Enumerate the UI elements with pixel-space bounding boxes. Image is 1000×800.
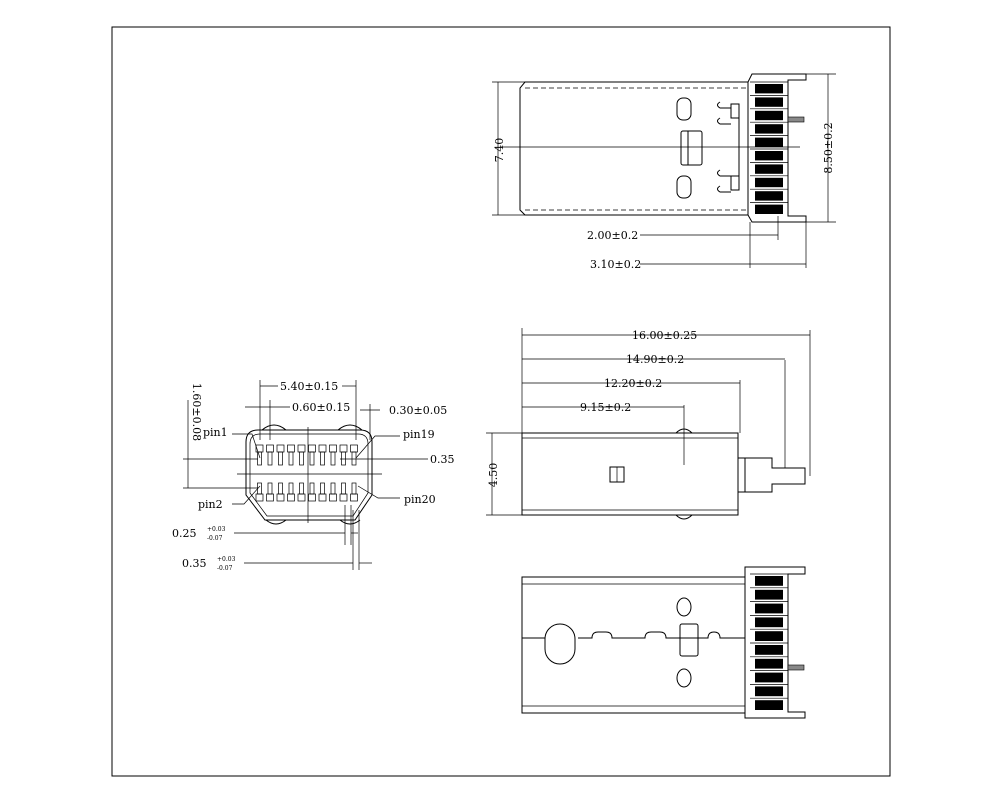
contact-pin — [755, 164, 783, 174]
pin-bottom — [339, 493, 348, 502]
pin-top — [318, 444, 327, 453]
dim-16-00: 16.00±0.25 — [632, 329, 697, 342]
dim-14-90: 14.90±0.2 — [626, 353, 684, 366]
dim-9-15: 9.15±0.2 — [580, 401, 631, 414]
pin-bottom — [255, 493, 264, 502]
pin-top — [266, 444, 274, 453]
dim-0-35-tol-up: +0.03 — [217, 556, 236, 563]
dim-2-00: 2.00±0.2 — [587, 229, 638, 242]
dim-0-25-tol-down: -0.07 — [207, 535, 223, 542]
dim-5-40: 5.40±0.15 — [280, 380, 338, 393]
dim-0-30: 0.30±0.05 — [389, 404, 447, 417]
contact-pin — [755, 700, 783, 710]
contact-pin — [755, 110, 783, 121]
contact-pin — [755, 672, 783, 683]
pin-top — [339, 444, 348, 453]
dim-width-8-50: 8.50±0.2 — [822, 122, 835, 173]
pin-top — [308, 444, 316, 453]
dim-3-10: 3.10±0.2 — [590, 258, 641, 271]
pin-bottom — [350, 493, 358, 502]
pin-top — [276, 444, 285, 453]
pin-top — [350, 444, 358, 453]
contact-pin — [755, 204, 783, 214]
dim-0-60: 0.60±0.15 — [292, 401, 350, 414]
contact-pin — [755, 84, 783, 94]
contact-pin — [755, 177, 783, 188]
front-view: 5.40±0.15 0.60±0.15 0.30±0.05 1.60±0.08 … — [172, 380, 455, 572]
pin-top — [297, 444, 306, 453]
pin-bottom — [276, 493, 285, 502]
dim-0-35-tol-down: -0.07 — [217, 565, 233, 572]
dim-0-25: 0.25 — [172, 527, 197, 540]
pin-bottom — [297, 493, 306, 502]
dim-4-50: 4.50 — [487, 463, 500, 488]
contact-pin — [755, 151, 783, 161]
label-pin20: pin20 — [404, 493, 436, 506]
contact-pin — [755, 576, 783, 586]
contact-pin — [755, 603, 783, 614]
label-pin19: pin19 — [403, 428, 435, 441]
pin-bottom — [318, 493, 327, 502]
contact-pin — [755, 124, 783, 134]
contact-pin — [755, 589, 783, 600]
contact-pin — [755, 645, 783, 655]
dim-1-60: 1.60±0.08 — [190, 383, 203, 441]
contact-pin — [755, 658, 783, 669]
contact-pin — [755, 137, 783, 147]
pin-top — [287, 444, 295, 453]
contact-pin — [755, 191, 783, 201]
pin-bottom — [308, 493, 316, 502]
dim-0-35b: 0.35 — [182, 557, 207, 570]
pin-bottom — [329, 493, 337, 502]
dim-0-25-tol-up: +0.03 — [207, 526, 226, 533]
dim-12-20: 12.20±0.2 — [604, 377, 662, 390]
pin-bottom — [287, 493, 295, 502]
label-pin1: pin1 — [203, 426, 228, 439]
top-view: 7.40 8.50±0.2 2.00±0.2 3.10±0.2 — [492, 73, 836, 271]
contact-pin — [755, 631, 783, 641]
label-pin2: pin2 — [198, 498, 223, 511]
dim-height-7-40: 7.40 — [493, 138, 506, 163]
bottom-view — [521, 566, 806, 719]
pin-top — [329, 444, 337, 453]
contact-pin — [755, 97, 783, 107]
pin-bottom — [266, 493, 274, 502]
side-view: 16.00±0.25 14.90±0.2 12.20±0.2 9.15±0.2 … — [486, 328, 811, 520]
contact-pin — [755, 686, 783, 697]
dim-0-35: 0.35 — [430, 453, 455, 466]
contact-pin — [755, 617, 783, 628]
drawing-border — [111, 26, 891, 777]
